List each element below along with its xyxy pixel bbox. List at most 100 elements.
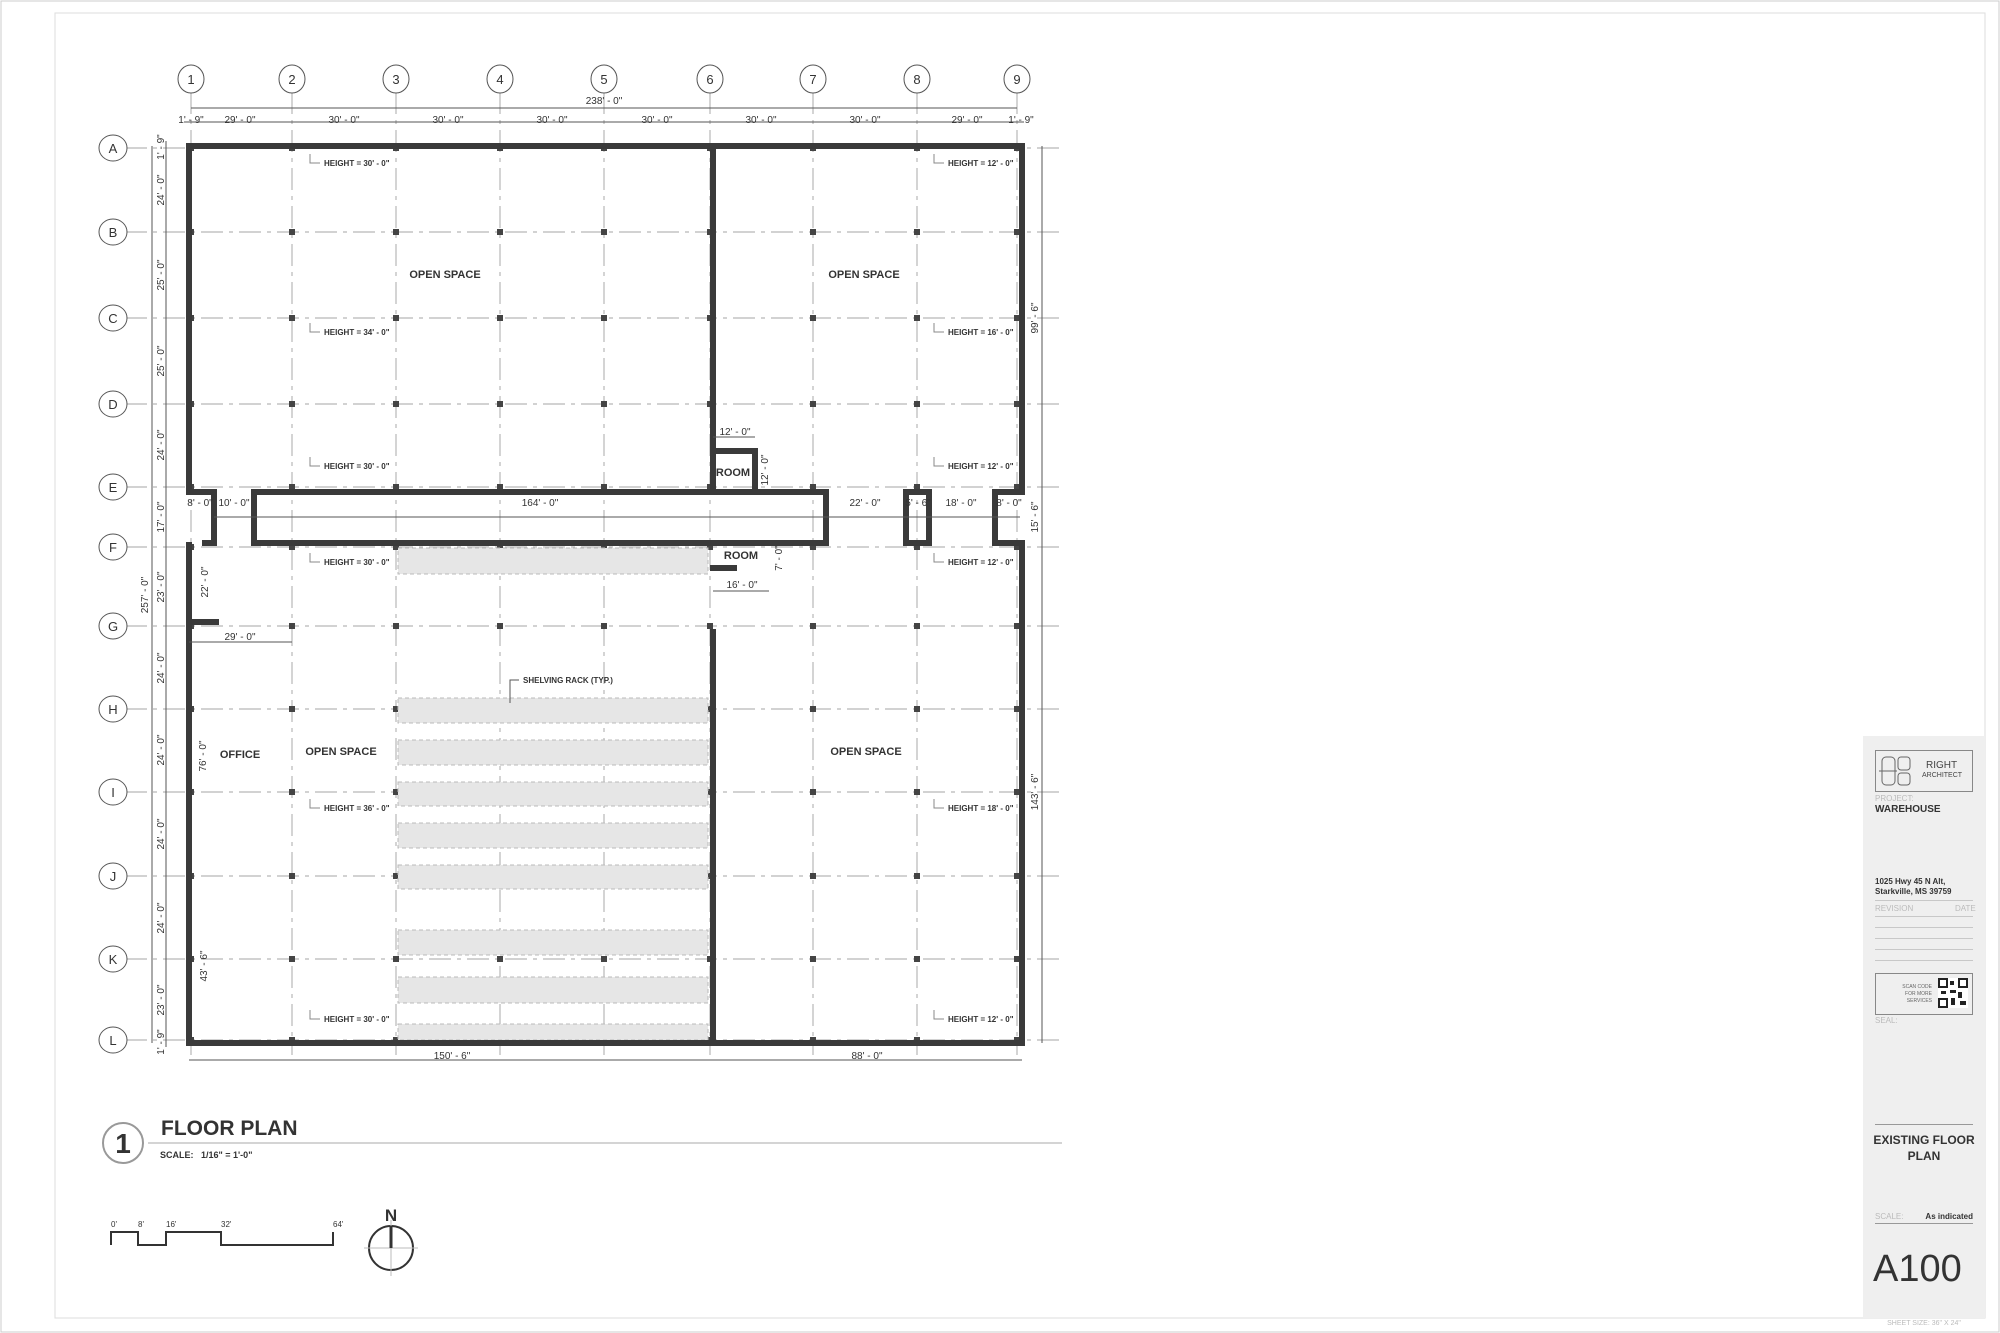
grid-label-row: D	[108, 397, 117, 412]
grid-label-row: H	[108, 702, 117, 717]
space-label-room: ROOM	[716, 467, 750, 479]
dimension-interior: 12' - 0"	[719, 427, 750, 438]
dimension-interior: 43' - 6"	[199, 950, 210, 981]
scale-bar-tick: 32'	[221, 1220, 232, 1229]
space-label-open-space: OPEN SPACE	[828, 269, 899, 281]
column-post	[289, 623, 295, 629]
grid-label-col: 4	[496, 72, 503, 87]
leader-line	[309, 553, 320, 563]
address-line1: 1025 Hwy 45 N Alt,	[1875, 877, 1946, 886]
grid-label-row: I	[111, 785, 115, 800]
leader-line	[933, 799, 944, 809]
column-post	[1014, 623, 1020, 629]
qr-text-3: SERVICES	[1906, 998, 1932, 1004]
ceiling-height-label: HEIGHT = 12' - 0"	[948, 558, 1014, 567]
scale-bar	[110, 1231, 334, 1246]
space-label-open-space: OPEN SPACE	[830, 746, 901, 758]
grid-label-row: J	[110, 869, 117, 884]
column-post	[810, 401, 816, 407]
title-block: RIGHT ARCHITECT PROJECT: WAREHOUSE 1025 …	[1863, 736, 1985, 1327]
dimension-interior: 164' - 0"	[522, 498, 559, 509]
leader-line	[933, 1010, 944, 1020]
column-post	[393, 229, 399, 235]
column-post	[601, 544, 607, 550]
dimension-top-segment: 30' - 0"	[745, 115, 776, 126]
revision-row	[1875, 916, 1973, 917]
column-post	[810, 229, 816, 235]
view-scale-label: SCALE:	[160, 1150, 194, 1160]
grid-bubble-row	[98, 862, 128, 890]
column-post	[707, 544, 713, 550]
firm-logo-icon	[1879, 756, 1911, 786]
space-label-office: OFFICE	[220, 749, 260, 761]
leader-line	[933, 553, 944, 563]
grid-label-row: B	[109, 225, 118, 240]
ceiling-height-label: HEIGHT = 30' - 0"	[324, 558, 390, 567]
dimension-interior: 76' - 0"	[198, 740, 209, 771]
shelving-rack	[397, 739, 709, 766]
dimension-interior: 18' - 0"	[945, 498, 976, 509]
column-post	[393, 623, 399, 629]
north-arrow-icon	[364, 1220, 418, 1276]
leader-line	[309, 799, 320, 809]
column-post	[810, 789, 816, 795]
dimension-interior: 10' - 0"	[218, 498, 249, 509]
scale-bar-tick: 16'	[166, 1220, 177, 1229]
grid-bubble-row	[98, 945, 128, 973]
leader-line	[309, 457, 320, 467]
date-label: DATE	[1955, 904, 1976, 913]
dimension-left-segment: 24' - 0"	[156, 429, 167, 460]
dimension-interior: 8' - 0"	[187, 498, 213, 509]
column-post	[1014, 484, 1020, 490]
dimension-top-segment: 1' - 9"	[1008, 115, 1034, 126]
leader-line	[309, 154, 320, 164]
grid-bubble-col	[382, 64, 410, 94]
column-post	[810, 706, 816, 712]
revision-row	[1875, 927, 1973, 928]
scale-bar-tick: 8'	[138, 1220, 144, 1229]
column-post	[810, 873, 816, 879]
column-post	[393, 706, 399, 712]
view-title: FLOOR PLAN	[161, 1117, 298, 1140]
grid-label-row: K	[109, 952, 118, 967]
shelving-rack	[397, 697, 709, 724]
grid-label-row: E	[109, 480, 118, 495]
column-post	[497, 484, 503, 490]
grid-bubble-col	[177, 64, 205, 94]
ceiling-height-label: HEIGHT = 30' - 0"	[324, 1015, 390, 1024]
leader-line	[509, 679, 519, 703]
column-post	[497, 544, 503, 550]
column-post	[289, 544, 295, 550]
dimension-left-segment: 23' - 0"	[156, 984, 167, 1015]
dimension-top-segment: 29' - 0"	[951, 115, 982, 126]
leader-line	[309, 1010, 320, 1020]
dimension-interior: 22' - 0"	[849, 498, 880, 509]
column-post	[1014, 544, 1020, 550]
grid-bubble-row	[98, 1026, 128, 1054]
shelving-rack	[397, 929, 709, 956]
dimension-interior: 7' - 0"	[774, 545, 785, 571]
dimension-top-segment: 30' - 0"	[641, 115, 672, 126]
column-post	[601, 315, 607, 321]
dimension-left-segment: 1' - 9"	[156, 134, 167, 160]
column-post	[393, 789, 399, 795]
leader-line	[933, 323, 944, 333]
firm-logo: RIGHT ARCHITECT	[1875, 750, 1973, 792]
column-post	[1014, 956, 1020, 962]
sheet-border	[54, 12, 1986, 1319]
grid-label-col: 1	[187, 72, 194, 87]
column-post	[497, 315, 503, 321]
grid-label-col: 8	[913, 72, 920, 87]
divider	[1875, 1223, 1973, 1224]
project-name: WAREHOUSE	[1875, 804, 1941, 815]
grid-label-row: L	[109, 1033, 116, 1048]
column-post	[601, 956, 607, 962]
dimension-overall-depth: 257' - 0"	[140, 576, 151, 613]
grid-bubble-col	[1003, 64, 1031, 94]
grid-label-col: 7	[809, 72, 816, 87]
dimension-left-segment: 24' - 0"	[156, 734, 167, 765]
firm-name-line1: RIGHT	[1926, 760, 1958, 771]
dimension-overall-width: 238' - 0"	[586, 96, 623, 107]
column-post	[914, 789, 920, 795]
